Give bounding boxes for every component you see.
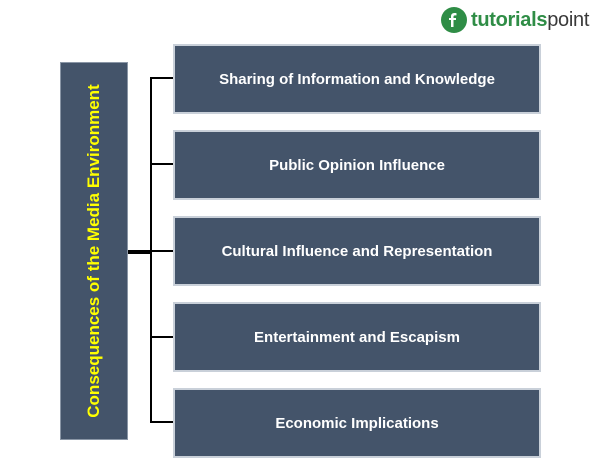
branch-line-4 (150, 336, 173, 338)
branch-line-2 (150, 163, 173, 165)
tutorialspoint-logo: tutorialspoint (441, 6, 589, 34)
tutorialspoint-logo-icon (441, 7, 467, 33)
child-node-sharing-information: Sharing of Information and Knowledge (173, 44, 541, 114)
logo-wordmark: tutorialspoint (471, 9, 589, 32)
root-node: Consequences of the Media Environment (60, 62, 128, 440)
root-connector-line (128, 250, 151, 254)
logo-wordmark-point: point (547, 8, 590, 31)
branch-line-5 (150, 421, 173, 423)
child-node-label: Economic Implications (275, 414, 439, 432)
child-node-public-opinion: Public Opinion Influence (173, 130, 541, 200)
child-node-label: Entertainment and Escapism (254, 328, 460, 346)
root-node-label: Consequences of the Media Environment (84, 84, 103, 418)
branch-line-3 (150, 250, 173, 252)
child-node-entertainment: Entertainment and Escapism (173, 302, 541, 372)
child-node-label: Sharing of Information and Knowledge (219, 70, 495, 88)
logo-wordmark-tutorials: tutorials (471, 8, 548, 31)
child-node-label: Public Opinion Influence (269, 156, 445, 174)
child-node-cultural-influence: Cultural Influence and Representation (173, 216, 541, 286)
child-node-label: Cultural Influence and Representation (221, 242, 493, 260)
branch-line-1 (150, 77, 173, 79)
child-node-economic-implications: Economic Implications (173, 388, 541, 458)
